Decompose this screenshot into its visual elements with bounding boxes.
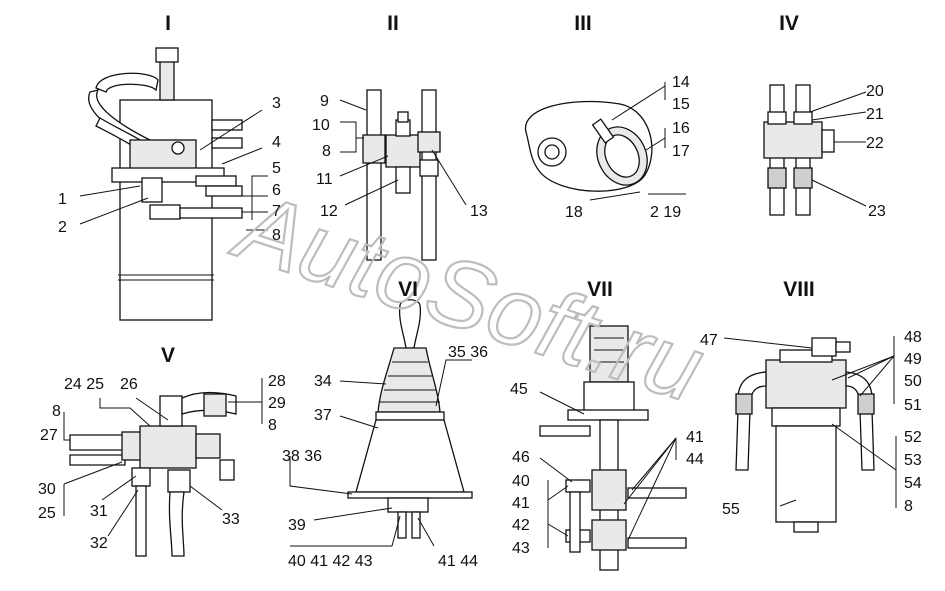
view-vii-valve-assembly bbox=[539, 325, 687, 571]
callout-label: 38 36 bbox=[282, 448, 322, 465]
callout-label: 8 bbox=[322, 143, 331, 160]
view-v-distributor bbox=[69, 391, 237, 557]
view-iv-block bbox=[763, 84, 835, 216]
section-title-vii: VII bbox=[587, 278, 613, 301]
section-title-v: V bbox=[161, 344, 175, 367]
callout-label: 43 bbox=[512, 540, 530, 557]
callout-label: 35 36 bbox=[448, 344, 488, 361]
callout-label: 24 25 bbox=[64, 376, 104, 393]
callout-label: 41 44 bbox=[438, 553, 478, 570]
callout-label: 44 bbox=[686, 451, 704, 468]
callout-label: 40 41 42 43 bbox=[288, 553, 373, 570]
callout-label: 3 bbox=[272, 95, 281, 112]
callout-label: 31 bbox=[90, 503, 108, 520]
callout-label: 22 bbox=[866, 135, 884, 152]
callout-label: 21 bbox=[866, 106, 884, 123]
callout-label: 33 bbox=[222, 511, 240, 528]
section-titles: I II III IV V VI VII VIII bbox=[161, 12, 815, 367]
section-title-viii: VIII bbox=[783, 278, 815, 301]
leader-lines bbox=[63, 82, 897, 548]
callout-label: 12 bbox=[320, 203, 338, 220]
callout-label: 5 bbox=[272, 160, 281, 177]
callout-label: 7 bbox=[272, 203, 281, 220]
view-ii-valve bbox=[362, 89, 441, 261]
callout-label: 48 bbox=[904, 329, 922, 346]
callout-label: 42 bbox=[512, 517, 530, 534]
callout-label: 6 bbox=[272, 182, 281, 199]
callout-label: 2 19 bbox=[650, 204, 681, 221]
view-vi-control-lever bbox=[347, 299, 473, 539]
callout-label: 18 bbox=[565, 204, 583, 221]
view-i-tank-assembly bbox=[88, 47, 243, 321]
callout-label: 10 bbox=[312, 117, 330, 134]
callout-label: 20 bbox=[866, 83, 884, 100]
callout-label: 30 bbox=[38, 481, 56, 498]
callout-label: 8 bbox=[52, 403, 61, 420]
callout-numbers: 3 4 5 6 7 8 1 2 9 10 8 11 12 13 14 15 16… bbox=[38, 74, 922, 570]
callout-label: 9 bbox=[320, 93, 329, 110]
section-title-iv: IV bbox=[779, 12, 799, 35]
callout-label: 11 bbox=[316, 171, 333, 188]
callout-label: 40 bbox=[512, 473, 530, 490]
callout-label: 49 bbox=[904, 351, 922, 368]
callout-label: 13 bbox=[470, 203, 488, 220]
section-title-ii: II bbox=[387, 12, 399, 35]
callout-label: 23 bbox=[868, 203, 886, 220]
callout-label: 51 bbox=[904, 397, 922, 414]
view-viii-filter bbox=[735, 337, 875, 533]
callout-label: 34 bbox=[314, 373, 332, 390]
callout-label: 53 bbox=[904, 452, 922, 469]
callout-label: 47 bbox=[700, 332, 718, 349]
callout-label: 27 bbox=[40, 427, 58, 444]
callout-label: 8 bbox=[904, 498, 913, 515]
section-title-vi: VI bbox=[398, 278, 418, 301]
watermark-text: AutoSoft.ru bbox=[221, 171, 716, 423]
callout-label: 26 bbox=[120, 376, 138, 393]
callout-label: 8 bbox=[272, 227, 281, 244]
callout-label: 37 bbox=[314, 407, 332, 424]
callout-label: 25 bbox=[38, 505, 56, 522]
callout-label: 1 bbox=[58, 191, 67, 208]
callout-label: 16 bbox=[672, 120, 690, 137]
callout-label: 41 bbox=[686, 429, 704, 446]
callout-label: 39 bbox=[288, 517, 306, 534]
view-iii-brake-chamber bbox=[524, 100, 653, 192]
callout-label: 45 bbox=[510, 381, 528, 398]
callout-label: 29 bbox=[268, 395, 286, 412]
section-title-i: I bbox=[165, 12, 171, 35]
callout-label: 8 bbox=[268, 417, 277, 434]
section-title-iii: III bbox=[574, 12, 592, 35]
callout-label: 50 bbox=[904, 373, 922, 390]
callout-label: 52 bbox=[904, 429, 922, 446]
callout-label: 54 bbox=[904, 475, 922, 492]
callout-label: 32 bbox=[90, 535, 108, 552]
callout-label: 4 bbox=[272, 134, 281, 151]
callout-label: 41 bbox=[512, 495, 530, 512]
callout-label: 14 bbox=[672, 74, 690, 91]
callout-label: 2 bbox=[58, 219, 67, 236]
callout-label: 28 bbox=[268, 373, 286, 390]
callout-label: 15 bbox=[672, 96, 690, 113]
callout-label: 55 bbox=[722, 501, 740, 518]
callout-label: 46 bbox=[512, 449, 530, 466]
callout-label: 17 bbox=[672, 143, 690, 160]
